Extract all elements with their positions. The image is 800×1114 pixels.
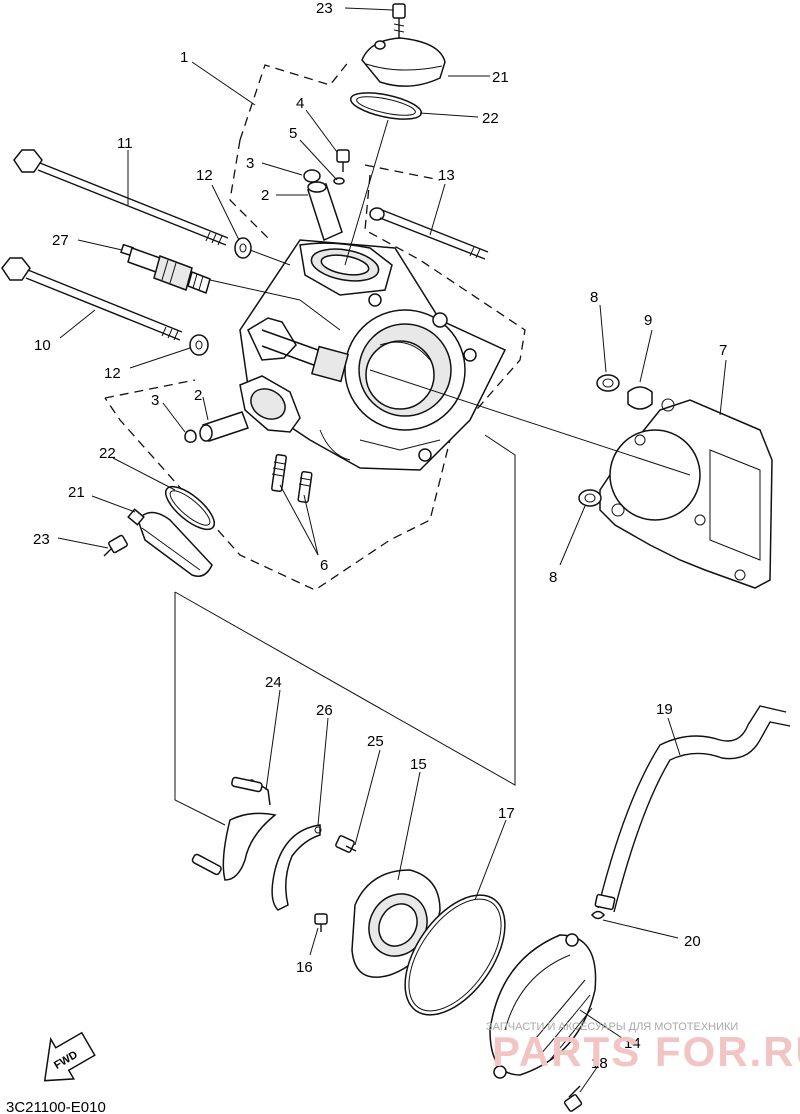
callout-9: 9 (644, 312, 652, 329)
callout-3-top: 3 (246, 155, 254, 172)
callout-15: 15 (410, 756, 427, 773)
bolt-25 (335, 835, 357, 853)
side-cover-group (103, 485, 215, 577)
callout-8-bottom: 8 (549, 569, 557, 586)
bolt-18 (563, 1085, 583, 1112)
callout-1: 1 (180, 49, 188, 66)
dowel-pins (578, 374, 653, 507)
stud-bolt-10 (1, 257, 183, 341)
callout-13: 13 (438, 167, 455, 184)
callout-3-bottom: 3 (151, 392, 159, 409)
callout-17: 17 (498, 805, 515, 822)
callout-12-top: 12 (196, 167, 213, 184)
diagram-code: 3C21100-E010 (6, 1099, 106, 1114)
callout-27: 27 (52, 232, 69, 249)
callout-20: 20 (684, 933, 701, 950)
callout-23-bottom: 23 (33, 531, 50, 548)
leader-lines (57, 7, 727, 1093)
cylinder-gasket (599, 398, 773, 589)
callout-21-bottom: 21 (68, 484, 85, 501)
gasket-15 (351, 869, 441, 978)
chain-guide-26 (271, 824, 322, 911)
o-ring-17 (404, 894, 506, 1016)
pipe-19 (594, 705, 791, 913)
callout-2-top: 2 (261, 187, 269, 204)
cylinder-head (239, 239, 507, 471)
cover-14 (489, 933, 597, 1079)
stud-bolt-13 (369, 207, 489, 260)
callout-7: 7 (719, 342, 727, 359)
callout-16: 16 (296, 959, 313, 976)
callout-25: 25 (367, 733, 384, 750)
assembly-outline-lower (174, 434, 516, 826)
callout-12-bottom: 12 (104, 365, 121, 382)
fwd-arrow-icon: FWD (43, 1031, 96, 1082)
watermark-line1: ЗАПЧАСТИ И АКСЕСУАРЫ ДЛЯ МОТОТЕХНИКИ (486, 1021, 738, 1033)
washer-12 (189, 237, 252, 356)
callout-23-top: 23 (316, 0, 333, 17)
watermark-line2: PARTS FOR.RU (492, 1028, 800, 1075)
callout-19: 19 (656, 701, 673, 718)
callout-24: 24 (265, 674, 282, 691)
small-parts-lower (184, 411, 249, 443)
bolt-16 (314, 913, 328, 932)
spark-plug (120, 243, 211, 294)
top-cover-group (349, 3, 446, 120)
stud-bolt-11 (13, 149, 229, 246)
callout-21-top: 21 (492, 69, 509, 86)
callout-22-bottom: 22 (99, 445, 116, 462)
callout-5: 5 (289, 125, 297, 142)
callout-8-top: 8 (590, 289, 598, 306)
callout-18: 18 (591, 1055, 608, 1072)
short-studs (271, 453, 313, 504)
callout-14: 14 (624, 1035, 641, 1052)
callout-26: 26 (316, 702, 333, 719)
assembly-outline-upper (104, 59, 526, 591)
callout-labels: 23 21 22 1 4 5 3 2 12 11 13 27 10 12 3 2… (33, 0, 727, 1072)
chain-guide-24 (191, 776, 277, 881)
small-parts-upper (303, 149, 350, 242)
callout-22-top: 22 (482, 110, 499, 127)
callout-4: 4 (296, 95, 304, 112)
callout-6: 6 (320, 557, 328, 574)
callout-2-bottom: 2 (194, 387, 202, 404)
callout-10: 10 (34, 337, 51, 354)
clip-20 (591, 910, 605, 920)
callout-11: 11 (117, 135, 133, 152)
